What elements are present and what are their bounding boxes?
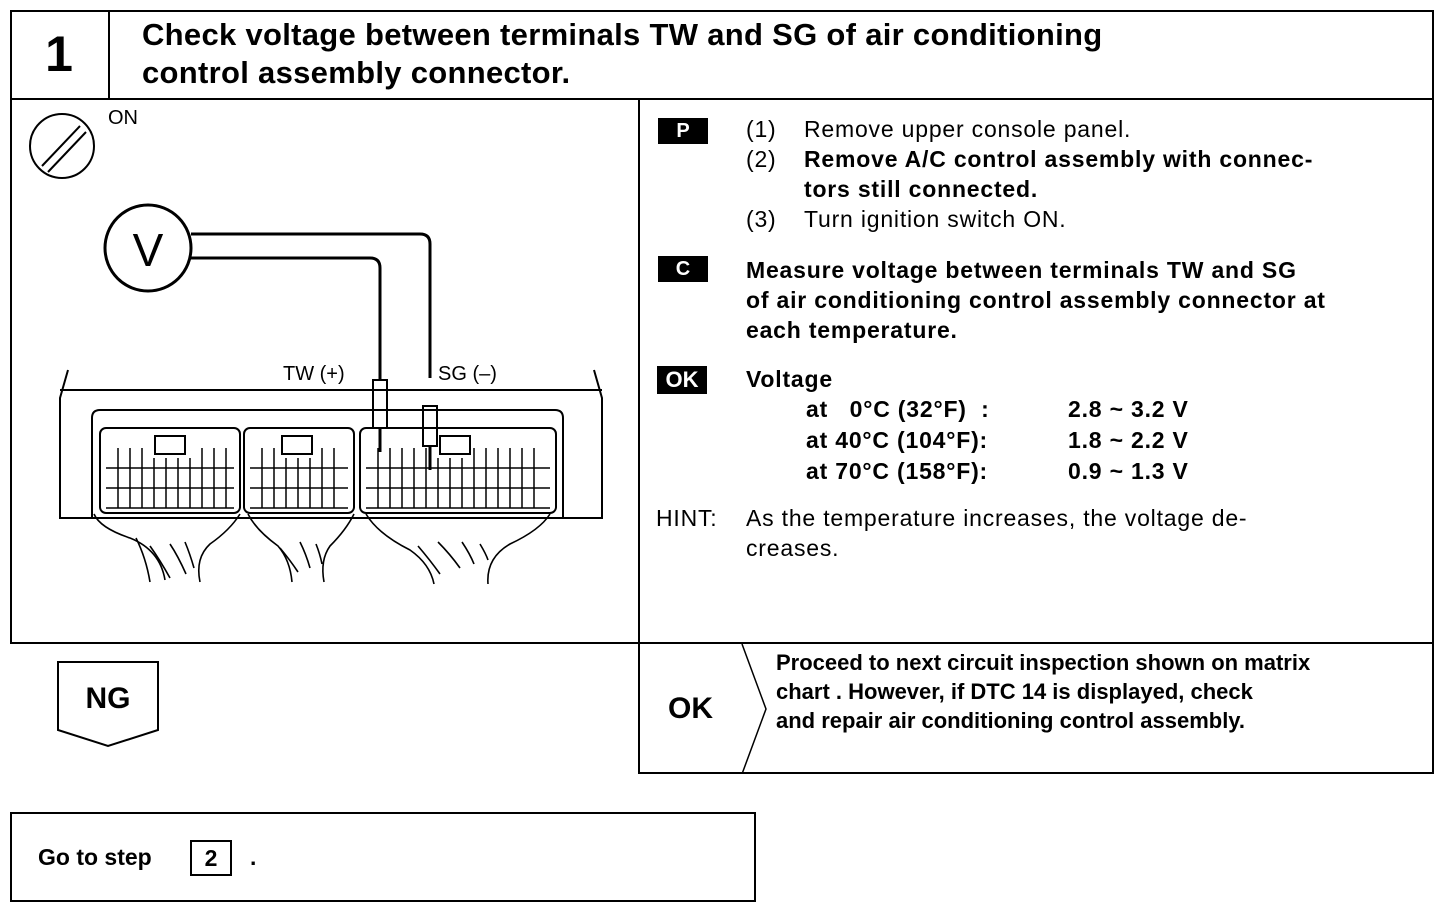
voltage-row: at 40°C (104°F):1.8 ~ 2.2 V <box>806 427 1189 453</box>
sg-terminal-label: SG (–) <box>438 363 497 385</box>
wire-harness <box>93 513 551 585</box>
lead-wire-negative <box>191 232 432 378</box>
hint-text: As the temperature increases, the voltag… <box>746 503 1247 563</box>
connector-middle <box>243 427 355 514</box>
prepare-step-2: (2)Remove A/C control assembly with conn… <box>746 146 1314 172</box>
prepare-step-3: (3)Turn ignition switch ON. <box>746 206 1067 232</box>
column-divider <box>638 98 640 774</box>
voltage-row: at 0°C (32°F) :2.8 ~ 3.2 V <box>806 396 1189 422</box>
ok-result-text: Proceed to next circuit inspection shown… <box>776 648 1436 735</box>
control-assembly-body <box>59 369 603 519</box>
check-tag: C <box>658 256 708 282</box>
tw-terminal-label: TW (+) <box>283 363 345 385</box>
ng-arrow-icon <box>57 661 159 748</box>
ok-result-label: OK <box>668 692 713 725</box>
check-text: Measure voltage between terminals TW and… <box>746 255 1326 345</box>
goto-box <box>10 812 756 902</box>
lead-wire-positive <box>191 256 382 380</box>
ng-label: NG <box>85 682 131 715</box>
voltmeter-label: V <box>133 224 164 276</box>
probe-positive <box>372 379 388 429</box>
prepare-steps: (1)Remove upper console panel. (2)Remove… <box>746 114 1313 234</box>
prepare-step-1: (1)Remove upper console panel. <box>746 116 1132 142</box>
ok-line-2: chart . However, if DTC 14 is displayed,… <box>776 679 1253 704</box>
title-line-2: control assembly connector. <box>142 55 571 90</box>
hint-label: HINT: <box>656 505 718 531</box>
voltage-row: at 70°C (158°F):0.9 ~ 1.3 V <box>806 458 1189 484</box>
ok-line-1: Proceed to next circuit inspection shown… <box>776 650 1311 675</box>
connector-diagram: ON V TW (+) SG (–) <box>29 107 603 585</box>
ok-line-3: and repair air conditioning control asse… <box>776 708 1246 733</box>
goto-step-link[interactable]: 2 <box>190 840 232 876</box>
step-header <box>10 10 1434 98</box>
ignition-switch-icon <box>29 113 95 179</box>
voltmeter-icon <box>103 203 193 293</box>
ok-chevron-divider <box>741 644 767 774</box>
probe-negative <box>422 405 438 447</box>
voltage-spec-table: at 0°C (32°F) :2.8 ~ 3.2 V at 40°C (104°… <box>806 394 1189 487</box>
ok-result-box <box>638 644 1434 774</box>
connector-right <box>359 427 557 514</box>
title-line-1: Check voltage between terminals TW and S… <box>142 17 1103 52</box>
main-panel <box>10 98 1434 644</box>
check-line-2: of air conditioning control assembly con… <box>746 287 1326 313</box>
check-line-1: Measure voltage between terminals TW and… <box>746 257 1297 283</box>
ignition-on-label: ON <box>108 107 138 129</box>
hint-line-2: creases. <box>746 535 840 561</box>
connector-left <box>99 427 241 514</box>
ok-tag: OK <box>657 366 707 394</box>
check-line-3: each temperature. <box>746 317 958 343</box>
prepare-tag: P <box>658 118 708 144</box>
step-number: 1 <box>10 10 110 98</box>
goto-suffix: . <box>250 844 257 870</box>
hint-line-1: As the temperature increases, the voltag… <box>746 505 1248 531</box>
goto-text: Go to step <box>38 844 152 870</box>
step-title: Check voltage between terminals TW and S… <box>142 16 1412 92</box>
voltage-heading: Voltage <box>746 366 833 392</box>
prepare-step-2-cont: tors still connected. <box>804 176 1039 202</box>
